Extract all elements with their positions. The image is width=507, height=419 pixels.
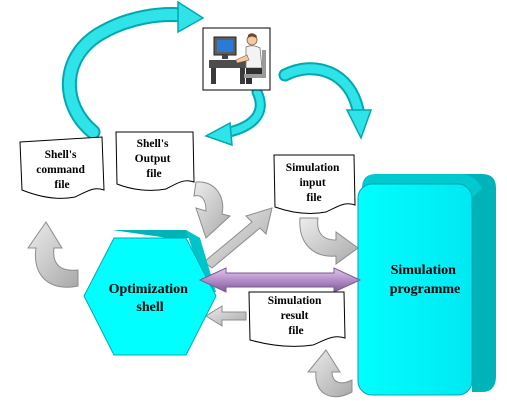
optimization-shell-line-2: shell xyxy=(136,300,163,315)
optimization-shell-line-1: Optimization xyxy=(109,282,189,297)
shell-command-file-note: Shell's command file xyxy=(19,136,105,199)
simulation-programme-label: Simulation programme xyxy=(390,263,461,297)
simulation-programme-line-2: programme xyxy=(390,282,461,297)
simulation-input-file-line-1: Simulation xyxy=(286,162,340,174)
arrow-output-to-shell xyxy=(193,181,232,239)
optimization-shell-label: Optimization shell xyxy=(109,282,192,315)
arrow-user-to-output xyxy=(204,86,266,147)
simulation-result-file-line-1: Simulation xyxy=(268,295,322,307)
simulation-input-file-line-2: input xyxy=(299,177,325,189)
simulation-result-file-label: Simulation result file xyxy=(268,295,325,337)
arrow-shell-to-input xyxy=(203,207,273,269)
simulation-programme-line-1: Simulation xyxy=(391,263,457,278)
arrow-shell-to-command xyxy=(27,221,79,288)
arrow-programme-to-result xyxy=(306,349,353,398)
simulation-programme-box: Simulation programme xyxy=(357,174,496,396)
shell-output-file-line-3: file xyxy=(146,168,161,180)
arrow-input-to-programme xyxy=(299,217,359,265)
simulation-result-file-line-2: result xyxy=(281,310,309,322)
arrow-result-to-shell xyxy=(205,305,247,327)
shell-output-file-line-1: Shell's xyxy=(137,138,169,150)
shell-command-file-line-2: command xyxy=(36,164,85,176)
computer-user-icon xyxy=(202,27,271,91)
shell-output-file-note: Shell's Output file xyxy=(115,131,195,191)
shell-command-file-label: Shell's command file xyxy=(36,149,87,191)
shell-programme-link-arrow xyxy=(198,267,362,293)
simulation-input-file-line-3: file xyxy=(306,192,321,204)
shell-output-file-line-2: Output xyxy=(135,153,171,165)
arrow-user-to-input xyxy=(278,62,373,140)
optimization-shell-hexagon: Optimization shell xyxy=(83,230,217,356)
arrow-command-to-user xyxy=(62,0,205,140)
shell-command-file-line-3: file xyxy=(54,179,69,191)
simulation-result-file-line-3: file xyxy=(288,325,303,337)
simulation-result-file-note: Simulation result file xyxy=(248,291,346,347)
shell-command-file-line-1: Shell's xyxy=(45,149,77,161)
simulation-input-file-label: Simulation input file xyxy=(286,162,343,204)
shell-output-file-label: Shell's Output file xyxy=(135,138,174,180)
simulation-input-file-note: Simulation input file xyxy=(273,154,356,214)
